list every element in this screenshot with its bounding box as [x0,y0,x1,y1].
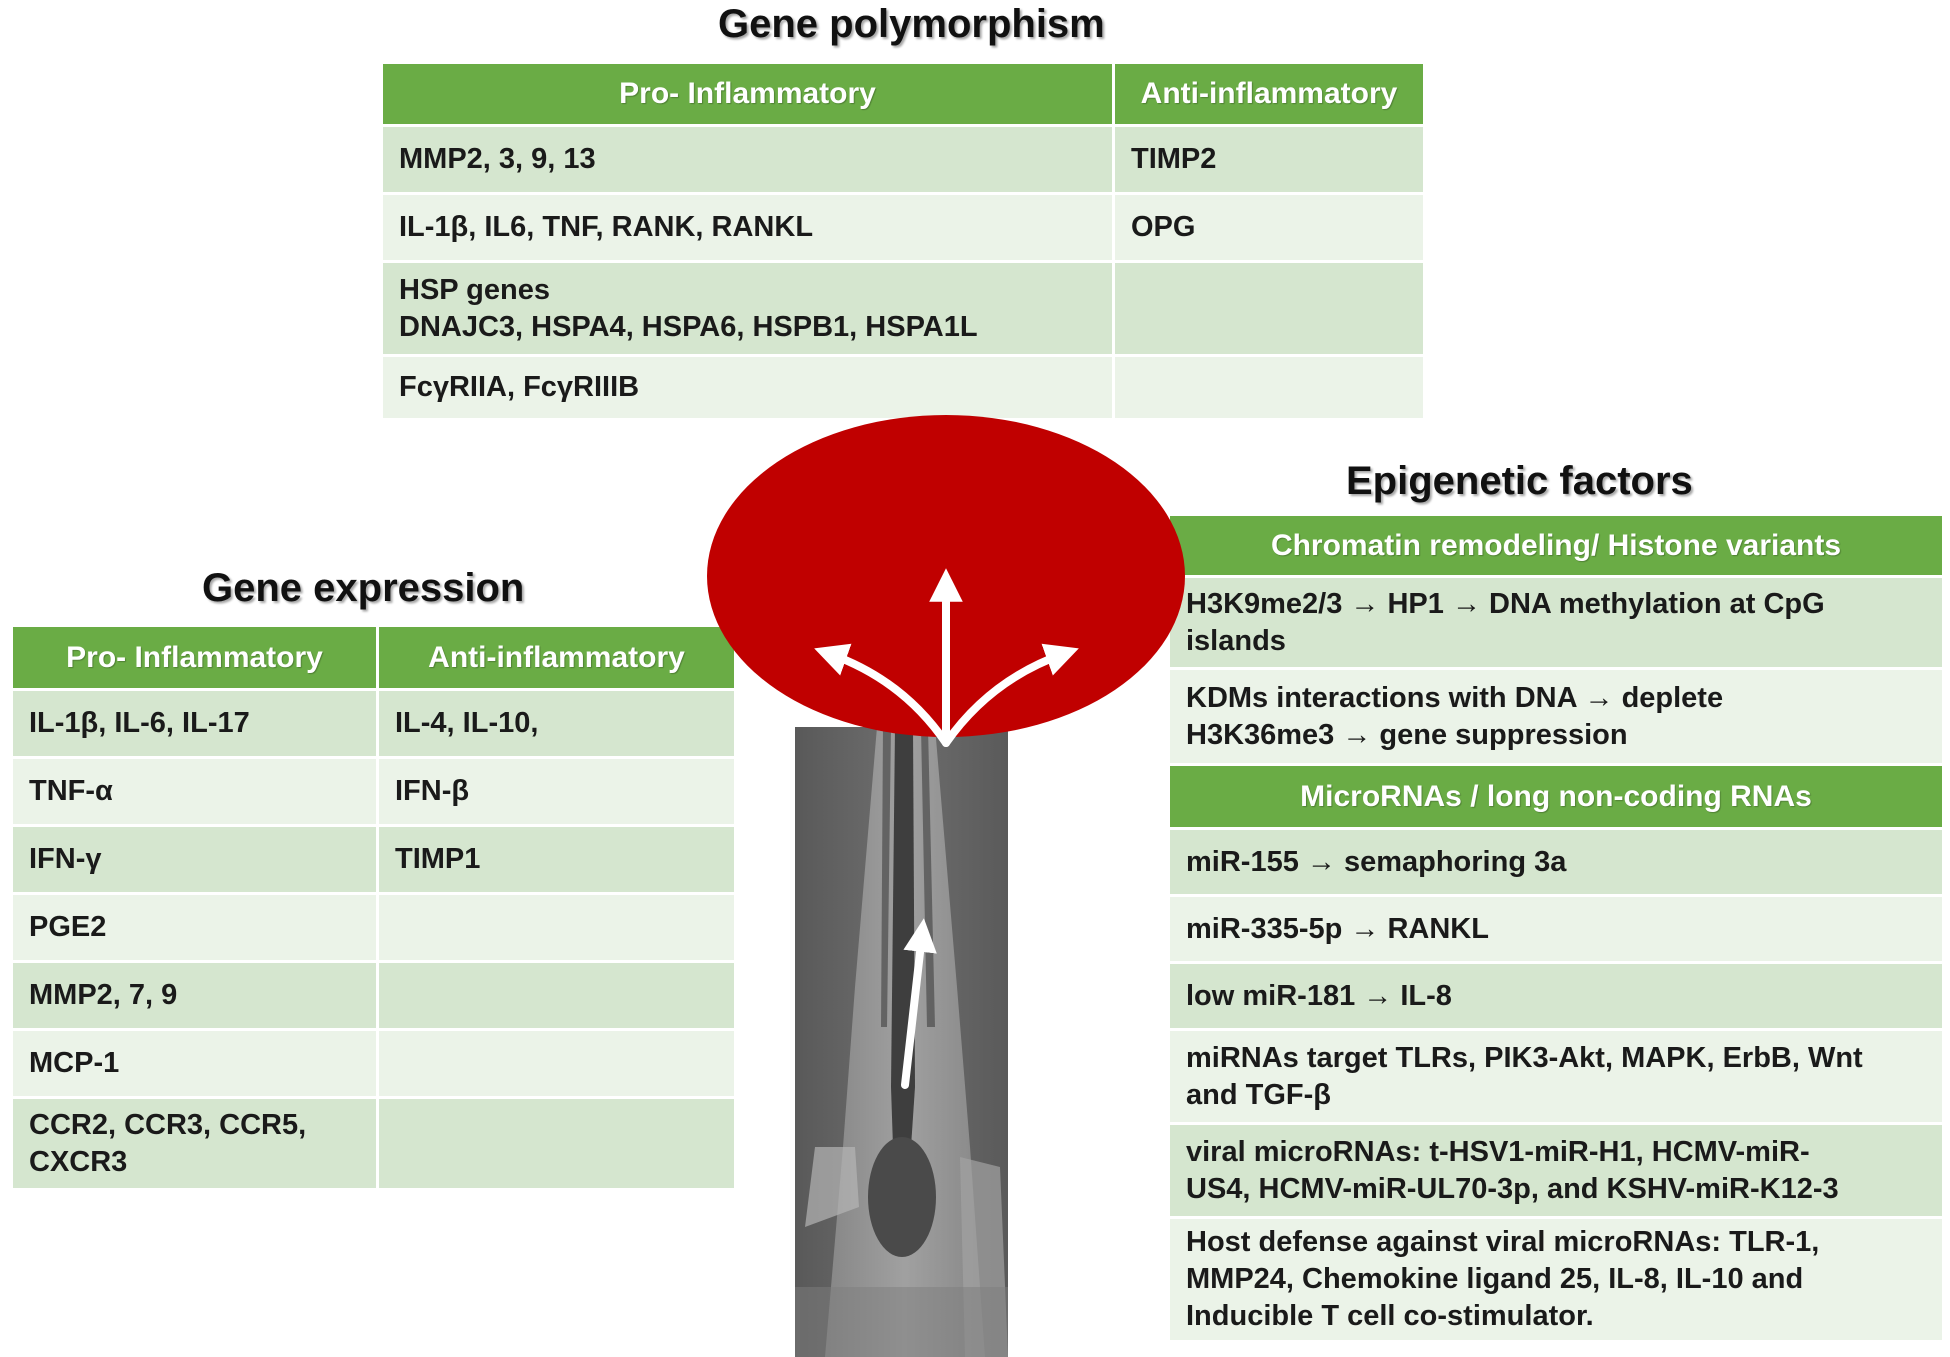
anti-inflammatory-cell: TIMP1 [376,824,737,895]
table-row: MMP2, 7, 9 [10,960,737,1031]
pro-inflammatory-cell: TNF-α [10,756,379,827]
table-row: TNF-α IFN-β [10,756,737,827]
table-row: IFN-γ TIMP1 [10,824,737,895]
epigenetic-cell: miR-335-5p → RANKL [1167,894,1945,964]
gene-polymorphism-title: Gene polymorphism [718,2,1105,46]
column-header-pro-inflammatory: Pro- Inflammatory [10,624,379,691]
table-row: low miR-181 → IL-8 [1167,961,1945,1031]
anti-inflammatory-cell: OPG [1112,192,1426,263]
pro-inflammatory-cell: CCR2, CCR3, CCR5, CXCR3 [10,1096,379,1191]
table-row: MCP-1 [10,1028,737,1099]
column-header-anti-inflammatory: Anti-inflammatory [376,624,737,691]
anti-inflammatory-cell [376,1096,737,1191]
epigenetic-cell: viral microRNAs: t-HSV1-miR-H1, HCMV-miR… [1167,1122,1945,1219]
pro-inflammatory-cell: IFN-γ [10,824,379,895]
table-row: Host defense against viral microRNAs: TL… [1167,1216,1945,1343]
epigenetic-cell: miR-155 → semaphoring 3a [1167,827,1945,897]
anti-inflammatory-cell [376,892,737,963]
pro-inflammatory-cell: MCP-1 [10,1028,379,1099]
table-row: viral microRNAs: t-HSV1-miR-H1, HCMV-miR… [1167,1122,1945,1219]
table-row: PGE2 [10,892,737,963]
table-row: CCR2, CCR3, CCR5, CXCR3 [10,1096,737,1191]
anti-inflammatory-cell: IFN-β [376,756,737,827]
anti-inflammatory-cell: IL-4, IL-10, [376,688,737,759]
pro-inflammatory-cell: PGE2 [10,892,379,963]
pro-inflammatory-cell: MMP2, 7, 9 [10,960,379,1031]
table-row: miRNAs target TLRs, PIK3-Akt, MAPK, ErbB… [1167,1028,1945,1125]
dental-radiograph-image [795,727,1008,1357]
gene-expression-table: Pro- Inflammatory Anti-inflammatory IL-1… [10,624,737,1191]
table-row: KDMs interactions with DNA → deplete H3K… [1167,667,1945,766]
pro-inflammatory-cell: HSP genes DNAJC3, HSPA4, HSPA6, HSPB1, H… [380,260,1115,357]
epigenetic-cell: low miR-181 → IL-8 [1167,961,1945,1031]
epigenetic-cell: H3K9me2/3 → HP1 → DNA methylation at CpG… [1167,575,1945,670]
periapical-lesion-ellipse [707,415,1185,737]
pro-inflammatory-cell: FcγRIIA, FcγRIIIB [380,354,1115,421]
section-header-chromatin-remodeling: Chromatin remodeling/ Histone variants [1167,513,1945,578]
table-row: FcγRIIA, FcγRIIIB [380,354,1426,421]
anti-inflammatory-cell: TIMP2 [1112,124,1426,195]
pro-inflammatory-cell: MMP2, 3, 9, 13 [380,124,1115,195]
gene-polymorphism-table: Pro- Inflammatory Anti-inflammatory MMP2… [380,61,1426,421]
table-row: IL-1β, IL-6, IL-17 IL-4, IL-10, [10,688,737,759]
table-row: IL-1β, IL6, TNF, RANK, RANKL OPG [380,192,1426,263]
column-header-pro-inflammatory: Pro- Inflammatory [380,61,1115,127]
table-row: miR-335-5p → RANKL [1167,894,1945,964]
section-header-micrornas: MicroRNAs / long non-coding RNAs [1167,763,1945,830]
anti-inflammatory-cell [376,960,737,1031]
epigenetic-factors-table: Chromatin remodeling/ Histone variants H… [1167,513,1945,1343]
table-row: MMP2, 3, 9, 13 TIMP2 [380,124,1426,195]
anti-inflammatory-cell [376,1028,737,1099]
pro-inflammatory-cell: IL-1β, IL-6, IL-17 [10,688,379,759]
table-row: miR-155 → semaphoring 3a [1167,827,1945,897]
epigenetic-factors-title: Epigenetic factors [1346,459,1693,503]
anti-inflammatory-cell [1112,354,1426,421]
epigenetic-cell: Host defense against viral microRNAs: TL… [1167,1216,1945,1343]
epigenetic-cell: KDMs interactions with DNA → deplete H3K… [1167,667,1945,766]
anti-inflammatory-cell [1112,260,1426,357]
column-header-anti-inflammatory: Anti-inflammatory [1112,61,1426,127]
gene-expression-title: Gene expression [202,566,525,610]
epigenetic-cell: miRNAs target TLRs, PIK3-Akt, MAPK, ErbB… [1167,1028,1945,1125]
pro-inflammatory-cell: IL-1β, IL6, TNF, RANK, RANKL [380,192,1115,263]
table-row: H3K9me2/3 → HP1 → DNA methylation at CpG… [1167,575,1945,670]
table-row: HSP genes DNAJC3, HSPA4, HSPA6, HSPB1, H… [380,260,1426,357]
